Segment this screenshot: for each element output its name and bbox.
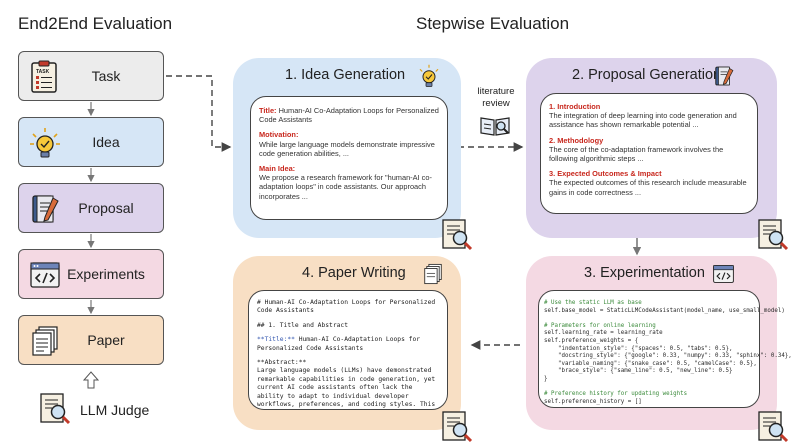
motivation-label: Motivation: <box>259 130 299 140</box>
paper-label: Paper <box>87 332 125 348</box>
paper-abstract-text: Large language models (LLMs) have demons… <box>257 367 436 409</box>
svg-text:TASK: TASK <box>36 69 50 75</box>
paper-writing-title: 4. Paper Writing <box>302 265 406 281</box>
judge-up-arrow <box>82 371 100 389</box>
code-window-icon <box>30 262 60 288</box>
paper-stack-icon <box>424 263 442 285</box>
paper-title-label: **Title:** <box>257 336 295 344</box>
code-line: # Use the static LLM as base <box>544 300 642 306</box>
code-line: self.preference_history = [] <box>544 398 642 405</box>
paper-heading2: ## 1. Title and Abstract <box>257 321 348 329</box>
notebook-pen-icon <box>715 66 734 86</box>
proposal-generation-title: 2. Proposal Generation <box>572 67 722 83</box>
idea-title-text: Human-AI Co-Adaptation Loops for Persona… <box>259 106 439 125</box>
judge-icon-experiment <box>758 411 789 443</box>
clipboard-task-icon: TASK <box>31 60 57 93</box>
methodology-text: The core of the co-adaptation framework … <box>549 144 724 164</box>
code-line: } <box>544 375 548 382</box>
methodology-label: 2. Methodology <box>549 135 604 145</box>
experimentation-title: 3. Experimentation <box>584 265 705 281</box>
paper-heading1: # Human-AI Co-Adaptation Loops for Perso… <box>257 299 436 315</box>
open-book-magnifier-icon <box>480 117 510 136</box>
outcomes-text: The expected outcomes of this research i… <box>549 178 747 197</box>
code-line: "brace_style": {"same_line": 0.5, "new_l… <box>544 368 733 375</box>
idea-box: Idea <box>18 117 164 167</box>
code-line <box>544 315 754 323</box>
llm-judge-label: LLM Judge <box>80 402 150 418</box>
paper-box: Paper <box>18 315 164 365</box>
introduction-text: The integration of deep learning into co… <box>549 111 737 130</box>
code-line: "variable_naming": {"snake_case": 0.5, "… <box>544 360 757 367</box>
idea-title-line: Title: Human-AI Co-Adaptation Loops for … <box>259 106 439 124</box>
introduction-label: 1. Introduction <box>549 102 601 111</box>
experiments-box: Experiments <box>18 249 164 299</box>
paper-abstract-label: **Abstract:** <box>257 359 307 367</box>
outcomes-label: 3. Expected Outcomes & Impact <box>549 169 662 179</box>
main-idea-text: We propose a research framework for "hum… <box>259 173 432 201</box>
idea-card: Title: Human-AI Co-Adaptation Loops for … <box>250 96 448 220</box>
lightbulb-icon <box>419 64 439 87</box>
end2end-header: End2End Evaluation <box>18 14 173 33</box>
literature-review-label: literature review <box>468 86 524 110</box>
code-line: # Preference history for updating weight… <box>544 391 688 398</box>
literature-line1: literature <box>477 86 515 97</box>
stepwise-header: Stepwise Evaluation <box>416 14 570 33</box>
proposal-card: 1. Introduction The integration of deep … <box>540 93 758 214</box>
judge-icon-paper <box>442 411 473 443</box>
literature-line2: review <box>482 98 510 109</box>
code-line: self.base_model = StaticLLMCodeAssistant… <box>544 307 785 314</box>
code-window-icon <box>713 265 734 283</box>
paper-stack-icon <box>32 326 58 356</box>
code-line: "docstring_style": {"google": 0.33, "num… <box>544 353 792 360</box>
proposal-label: Proposal <box>78 200 134 216</box>
proposal-box: Proposal <box>18 183 164 233</box>
main-idea-label: Main Idea: <box>259 164 296 174</box>
dashed-arrow-task-to-idea <box>166 75 232 152</box>
code-line: "indentation_style": {"spaces": 0.5, "ta… <box>544 345 733 352</box>
task-box: TASK Task <box>18 51 164 101</box>
judge-icon-proposal <box>758 219 789 251</box>
task-label: Task <box>91 68 121 84</box>
llm-judge-icon <box>40 393 71 425</box>
code-line: self.preference_weights = { <box>544 337 639 344</box>
paper-title-text: Human-AI Co-Adaptation Loops for Persona… <box>257 336 421 352</box>
judge-icon-idea <box>442 219 473 251</box>
paper-card: # Human-AI Co-Adaptation Loops for Perso… <box>248 290 448 410</box>
lightbulb-icon <box>30 128 60 158</box>
idea-title-label: Title: <box>259 106 277 115</box>
paper-title-line: **Title:** Human-AI Co-Adaptation Loops … <box>257 336 439 353</box>
idea-generation-title: 1. Idea Generation <box>285 67 406 83</box>
code-line: self.learning_rate = learning_rate <box>544 330 663 337</box>
experiments-label: Experiments <box>67 266 145 282</box>
idea-label: Idea <box>92 134 120 150</box>
notebook-pen-icon <box>32 195 59 223</box>
motivation-text: While large language models demonstrate … <box>259 139 435 158</box>
code-line <box>544 384 754 392</box>
code-line: # Parameters for online learning <box>544 322 656 329</box>
